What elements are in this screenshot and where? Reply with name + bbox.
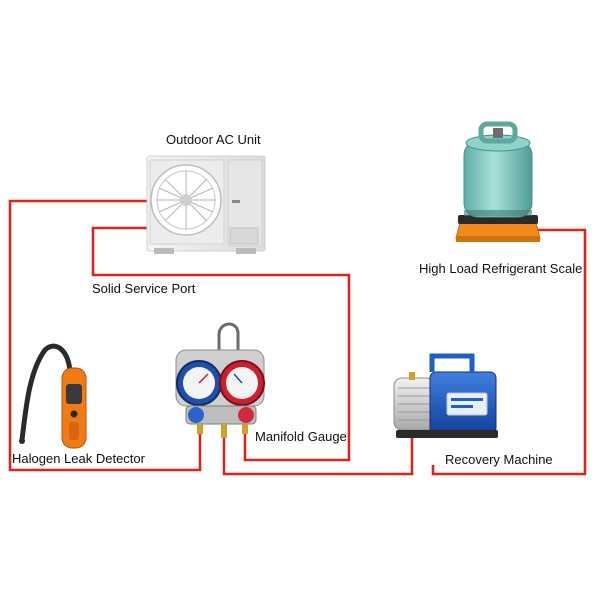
outdoor-ac-unit-image [146,155,266,254]
label-outdoor-ac-unit: Outdoor AC Unit [166,132,261,147]
label-solid-service-port: Solid Service Port [92,281,196,296]
label-halogen-leak-detector: Halogen Leak Detector [12,451,145,466]
label-manifold-gauge: Manifold Gauge [255,429,347,444]
halogen-leak-detector-image [19,343,87,449]
label-recovery-machine: Recovery Machine [445,452,553,467]
hose-recovery-to-scale [431,228,587,476]
recovery-machine-image [393,353,498,438]
hose-service-port-to-manifold [91,226,351,462]
hose-detector-to-manifold [19,432,202,472]
label-high-load-refrigerant-scale: High Load Refrigerant Scale [419,261,583,276]
hose-manifold-to-recovery [222,432,414,476]
hose-lines [8,199,587,476]
manifold-gauge-image [175,322,265,438]
refrigerant-scale-image [455,121,541,242]
hose-ac-to-detector [8,199,150,472]
